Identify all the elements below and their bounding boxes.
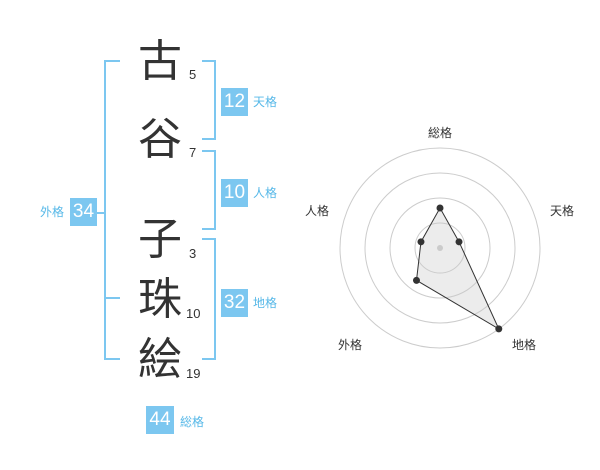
- radar-point-1: [436, 204, 444, 212]
- radar-point-3: [495, 325, 503, 333]
- radar-series: [412, 204, 503, 333]
- soukaku-badge: 44: [146, 406, 174, 434]
- radar-chart: [339, 147, 541, 349]
- radar-series-polygon: [415, 206, 500, 331]
- radar-grid-ring: [389, 197, 491, 299]
- radar-grid-ring: [339, 147, 541, 349]
- radar-grid-ring: [414, 222, 466, 274]
- chikaku-badge: 32: [221, 289, 248, 317]
- radar-axis-label-tenkaku: 天格: [550, 204, 575, 218]
- radar-axis-label-jinkaku: 人格: [305, 204, 330, 218]
- stroke-count-4: 10: [186, 306, 201, 321]
- tenkaku-label: 天格: [253, 95, 278, 109]
- kanji-char-5: 絵: [138, 334, 182, 385]
- radar-point-5: [417, 238, 425, 246]
- chikaku-label: 地格: [253, 296, 278, 310]
- stroke-count-5: 19: [186, 366, 201, 381]
- jinkaku-label: 人格: [253, 186, 278, 200]
- radar-center-dot: [437, 245, 443, 251]
- soukaku-label: 総格: [180, 415, 205, 429]
- radar-axis-label-gaikaku: 外格: [338, 338, 363, 352]
- radar-point-4: [412, 276, 420, 284]
- gaikaku-badge: 34: [70, 198, 97, 226]
- stroke-count-2: 7: [189, 145, 197, 160]
- kanji-char-1: 古: [138, 36, 182, 87]
- jinkaku-badge: 10: [221, 179, 248, 207]
- kanji-char-2: 谷: [138, 114, 182, 165]
- radar-grid-ring: [364, 172, 516, 324]
- gaikaku-label: 外格: [40, 205, 65, 219]
- tenkaku-bracket: [202, 60, 216, 140]
- gaikaku-bracket: [104, 60, 120, 360]
- radar-point-2: [455, 238, 463, 246]
- radar-grid: [339, 147, 541, 349]
- kanji-char-4: 珠: [138, 274, 182, 325]
- stroke-count-1: 5: [189, 67, 197, 82]
- kanji-char-3: 子: [138, 214, 182, 265]
- chikaku-bracket: [202, 238, 216, 360]
- jinkaku-bracket: [202, 150, 216, 230]
- tenkaku-badge: 12: [221, 88, 248, 116]
- gaikaku-bracket-tick: [104, 297, 120, 299]
- radar-axis-label-soukaku: 総格: [428, 126, 453, 140]
- radar-axis-label-chikaku: 地格: [512, 338, 537, 352]
- stroke-count-3: 3: [189, 246, 197, 261]
- gaikaku-bracket-connector: [96, 212, 106, 214]
